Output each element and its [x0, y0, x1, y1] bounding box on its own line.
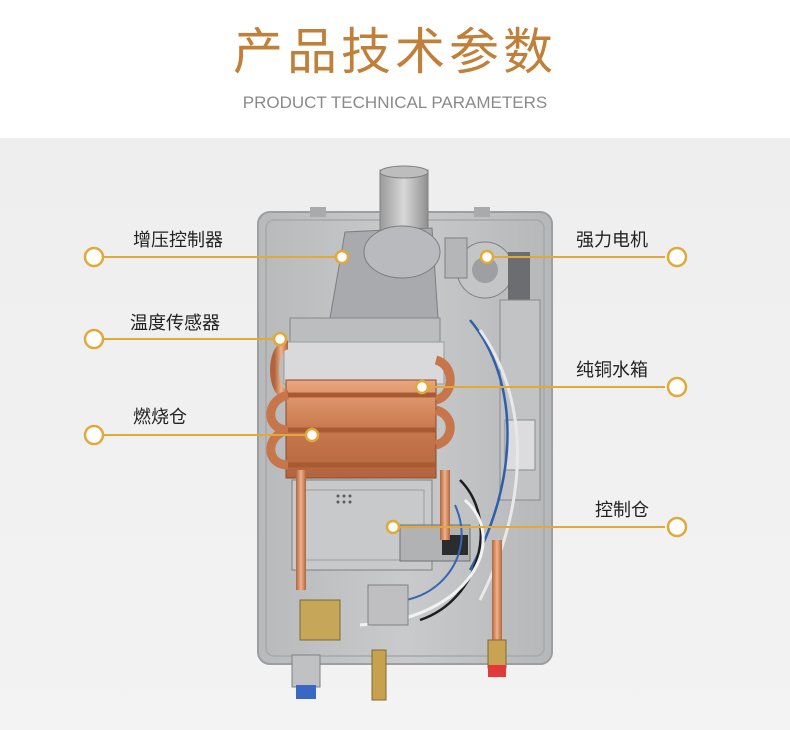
- callout-marker-booster-controller: [83, 246, 105, 268]
- header: 产品技术参数 PRODUCT TECHNICAL PARAMETERS: [0, 0, 790, 138]
- label-booster-controller: 增压控制器: [133, 230, 223, 251]
- callout-point-booster-controller: [334, 249, 350, 265]
- callout-point-combustion-chamber: [304, 427, 320, 443]
- flue-pipe: [379, 169, 429, 231]
- callout-marker-copper-water-tank: [666, 376, 688, 398]
- label-temperature-sensor: 温度传感器: [130, 313, 220, 334]
- callout-point-power-motor: [479, 249, 495, 265]
- callout-point-temperature-sensor: [272, 331, 288, 347]
- label-control-chamber: 控制仓: [595, 500, 649, 521]
- page-title: 产品技术参数: [233, 23, 557, 81]
- callout-marker-temperature-sensor: [83, 328, 105, 350]
- callout-marker-control-chamber: [666, 516, 688, 538]
- callout-point-control-chamber: [385, 519, 401, 535]
- label-power-motor: 强力电机: [576, 230, 648, 251]
- callout-marker-power-motor: [666, 246, 688, 268]
- page-subtitle: PRODUCT TECHNICAL PARAMETERS: [242, 93, 548, 112]
- label-copper-water-tank: 纯铜水箱: [576, 360, 648, 381]
- label-combustion-chamber: 燃烧仓: [133, 407, 187, 428]
- callout-marker-combustion-chamber: [83, 424, 105, 446]
- callout-point-copper-water-tank: [414, 379, 430, 395]
